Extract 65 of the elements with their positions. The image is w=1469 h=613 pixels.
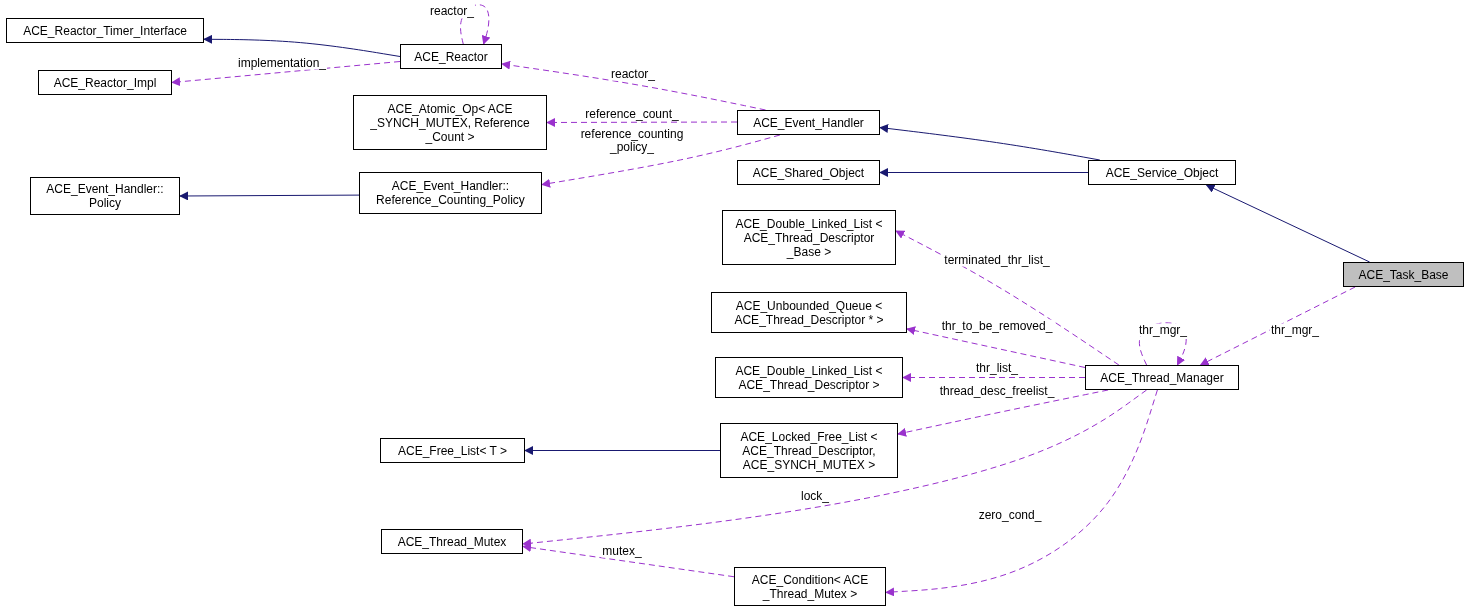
class-box bbox=[380, 438, 525, 463]
edge-label: implementation_ bbox=[236, 56, 328, 70]
class-box bbox=[38, 70, 172, 95]
class-name: ACE_Locked_Free_List < ACE_Thread_Descriptor, ACE_SYNCH_MUTEX > bbox=[739, 429, 879, 472]
class-name: ACE_Reactor bbox=[414, 49, 488, 64]
dashed-arrow bbox=[522, 543, 735, 578]
dashed-arrow bbox=[460, 4, 491, 45]
arrow bbox=[524, 446, 721, 455]
edge-label: thr_list_ bbox=[975, 361, 1019, 375]
arrow bbox=[1205, 184, 1371, 263]
highlighted-class-box bbox=[1343, 262, 1464, 287]
class-box bbox=[737, 110, 880, 135]
class-box bbox=[720, 423, 898, 478]
arrow bbox=[179, 191, 360, 201]
class-box bbox=[6, 18, 204, 43]
dashed-arrow bbox=[906, 326, 1086, 368]
class-box bbox=[30, 177, 180, 215]
edge-label: thr_mgr_ bbox=[1270, 323, 1320, 337]
class-box bbox=[722, 210, 896, 265]
edge-label: thr_to_be_removed_ bbox=[940, 319, 1054, 333]
class-box bbox=[400, 44, 502, 69]
class-name: ACE_Double_Linked_List < ACE_Thread_Descriptor _Base > bbox=[734, 216, 884, 259]
edge-label: reactor_ bbox=[610, 67, 656, 81]
dashed-arrow bbox=[902, 373, 1086, 382]
edge-label: thread_desc_freelist_ bbox=[938, 384, 1056, 398]
class-name: ACE_Thread_Mutex bbox=[397, 534, 507, 549]
edge-label: thr_mgr_ bbox=[1138, 323, 1188, 337]
dashed-arrow bbox=[541, 134, 781, 188]
arrow bbox=[879, 168, 1089, 177]
edge-label: lock_ bbox=[800, 489, 830, 503]
class-name: ACE_Atomic_Op< ACE _SYNCH_MUTEX, Reference _Count > bbox=[369, 101, 531, 144]
class-name: ACE_Thread_Manager bbox=[1100, 370, 1224, 385]
dashed-arrow bbox=[1199, 286, 1356, 366]
class-name: ACE_Unbounded_Queue < ACE_Thread_Descriptor * > bbox=[733, 298, 885, 327]
class-name: ACE_Reactor_Timer_Interface bbox=[23, 23, 187, 38]
class-box bbox=[359, 172, 542, 214]
class-name: ACE_Free_List< T > bbox=[398, 443, 507, 458]
arrow bbox=[203, 34, 401, 57]
edge-label: reference_count_ bbox=[584, 107, 680, 121]
class-box bbox=[734, 567, 886, 606]
edge-label: zero_cond_ bbox=[977, 508, 1043, 522]
class-name: ACE_Task_Base bbox=[1358, 267, 1449, 282]
dashed-arrow bbox=[895, 230, 1120, 366]
class-box bbox=[381, 529, 523, 554]
dashed-arrow bbox=[885, 389, 1158, 597]
class-name: ACE_Shared_Object bbox=[752, 165, 865, 180]
class-box bbox=[737, 160, 880, 185]
class-name: ACE_Service_Object bbox=[1105, 165, 1219, 180]
edge-label: terminated_thr_list_ bbox=[943, 253, 1051, 267]
class-box bbox=[715, 357, 903, 398]
class-name: ACE_Reactor_Impl bbox=[53, 75, 157, 90]
edge-label: mutex_ bbox=[601, 544, 643, 558]
class-box bbox=[1088, 160, 1236, 185]
class-box bbox=[353, 95, 547, 150]
dashed-arrow bbox=[522, 389, 1148, 548]
class-name: ACE_Condition< ACE _Thread_Mutex > bbox=[750, 572, 870, 601]
class-name: ACE_Event_Handler:: Reference_Counting_Policy bbox=[375, 179, 526, 207]
dashed-arrow bbox=[546, 118, 738, 127]
dashed-arrow bbox=[171, 61, 401, 87]
class-box bbox=[1085, 365, 1239, 390]
class-box bbox=[711, 292, 907, 333]
class-name: ACE_Event_Handler:: Policy bbox=[45, 182, 165, 210]
edge-label: reactor_ bbox=[429, 4, 475, 18]
class-name: ACE_Event_Handler bbox=[753, 115, 864, 130]
class-name: ACE_Double_Linked_List < ACE_Thread_Descriptor > bbox=[734, 363, 884, 392]
